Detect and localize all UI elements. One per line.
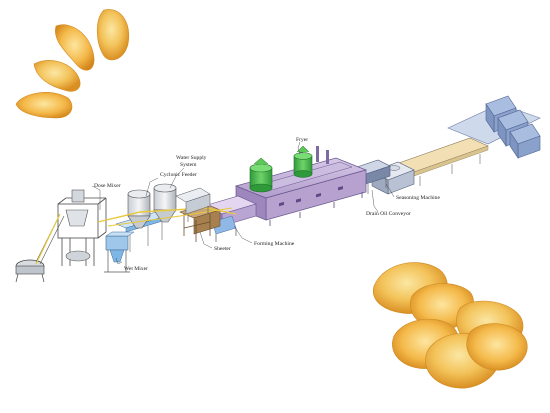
label-water-supply-line1: Water Supply [176,155,207,161]
label-forming-machine: Forming Machine [254,241,295,247]
label-drain-oil-conveyor: Drain Oil Conveyor [366,211,411,217]
packing-unit-3 [509,123,541,159]
output-conveyor [395,137,489,186]
label-dose-mixer: Dose Mixer [94,183,121,189]
oil-tank-2 [293,145,313,178]
feed-lines [35,207,237,265]
chip-4 [15,92,73,119]
label-sheeter: Sheeter [214,246,231,252]
label-wet-mixer: Wet Mixer [124,266,148,272]
label-water-supply-line2: System [180,162,197,168]
falling-chips-illustration [15,9,130,119]
label-seasoning-machine: Seasoning Machine [396,195,440,201]
wet-mixer [104,231,135,273]
chip-1 [96,9,130,61]
feeder-tank-2 [153,183,177,223]
leader-lines [91,141,395,265]
oil-tank-1 [249,157,273,193]
packing-units [447,95,541,159]
chip-2 [55,24,95,71]
oil-tanks [249,145,313,193]
label-cyclonic-feeder: Cyclonic Feeder [160,172,197,178]
water-supply-system [175,187,211,222]
chip-pile-illustration [372,262,528,389]
pile-chip-6 [466,323,528,371]
label-fryer: Fryer [296,137,308,143]
component-labels: Dose Mixer Cyclonic Feeder Water Supply … [94,137,440,272]
dose-mixer [57,189,107,266]
chip-3 [33,60,81,92]
fryer-windows [279,186,343,207]
raw-material-platform [15,213,65,283]
